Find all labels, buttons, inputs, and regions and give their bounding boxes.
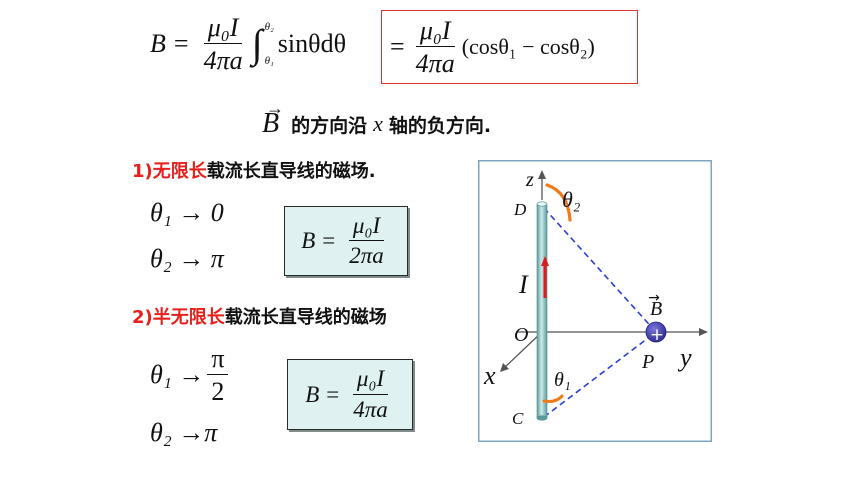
current-wire	[536, 203, 548, 419]
section2-result-numerator: μ₀I	[352, 367, 389, 395]
vector-b-letter: B	[262, 108, 280, 139]
section2-condition-theta1: θ₁ → π 2	[150, 338, 231, 412]
top-formula-lhs: B	[150, 29, 166, 58]
section1-result-eq: =	[322, 228, 336, 253]
section2-condition-theta1-fraction: π 2	[207, 344, 229, 406]
direction-text: → B 的方向沿 x 轴的负方向.	[262, 98, 492, 144]
y-axis-arrow-icon	[699, 328, 708, 336]
x-axis-arrow-icon	[500, 363, 509, 372]
top-formula-eq: =	[173, 29, 189, 58]
section2-title-rest: 载流长直导线的磁场	[224, 307, 387, 328]
boxed-formula-tail: (cosθ₁ − cosθ₂)	[461, 34, 595, 59]
z-axis-arrow-icon	[538, 170, 546, 179]
integral-sign: ∫	[251, 21, 263, 66]
field-direction-plus-icon: +	[650, 325, 664, 345]
section1-result-lhs: B	[301, 228, 316, 253]
top-formula-numerator: μ₀I	[203, 13, 243, 44]
vector-b-symbol: → B	[262, 98, 284, 140]
diagram-label-z: z	[525, 169, 534, 191]
section2-condition-theta1-lhs: θ₁ →	[150, 360, 205, 389]
diagram-frame	[478, 160, 712, 442]
section2-condition-theta1-den: 2	[211, 377, 225, 406]
section1-result-denominator: 2πa	[349, 243, 384, 268]
section2-result-eq: =	[326, 381, 340, 407]
section1-title: 1)无限长 载流长直导线的磁场.	[132, 157, 376, 183]
section1-title-rest: 载流长直导线的磁场.	[206, 161, 376, 182]
section2-condition-theta1-num: π	[207, 344, 229, 375]
section2-title: 2)半无限长 载流长直导线的磁场	[132, 303, 387, 329]
section2-condition-theta2: θ₂ →π	[150, 418, 218, 447]
x-axis-line	[503, 331, 543, 369]
diagram-label-i: I	[518, 270, 529, 299]
diagram-label-d: D	[513, 200, 527, 219]
section1-result-fraction: μ₀I 2πa	[345, 213, 388, 268]
direction-text-after: 轴的负方向.	[388, 114, 492, 137]
section2-result-denominator: 4πa	[353, 396, 388, 422]
vector-arrow-icon: →	[266, 98, 284, 118]
diagram-label-y: y	[677, 343, 692, 372]
section1-condition-theta1: θ₁ → 0	[150, 198, 224, 227]
dashed-line-c-to-p	[543, 331, 657, 418]
dashed-line-d-to-p	[543, 207, 657, 333]
direction-axis: x	[373, 111, 383, 136]
current-arrow-icon	[541, 256, 549, 266]
direction-text-before: 的方向沿	[291, 114, 368, 137]
boxed-formula-fraction: μ₀I 4πa	[412, 16, 459, 78]
diagram-label-b: B	[650, 298, 662, 320]
theta1-arc	[542, 394, 564, 403]
diagram-label-theta1: θ₁	[554, 369, 571, 391]
top-formula-denominator: 4πa	[203, 46, 243, 75]
integral-lower-limit: θ₁	[264, 55, 274, 67]
boxed-formula-numerator: μ₀I	[415, 16, 455, 47]
top-formula: B = μ₀I 4πa ∫ θ₂ θ₁ sinθdθ	[150, 6, 346, 82]
section1-title-highlight: 1)无限长	[132, 161, 207, 182]
diagram-label-c: C	[512, 409, 524, 428]
diagram-label-o: O	[514, 324, 528, 346]
boxed-formula-eq: =	[390, 32, 405, 61]
integrand: sinθdθ	[277, 29, 347, 58]
diagram-label-p: P	[641, 351, 654, 373]
diagram-label-x: x	[483, 361, 496, 390]
integral-upper-limit: θ₂	[264, 21, 274, 33]
section1-condition-theta2: θ₂ → π	[150, 244, 224, 273]
section2-result-fraction: μ₀I 4πa	[349, 367, 392, 421]
boxed-formula: = μ₀I 4πa (cosθ₁ − cosθ₂)	[381, 10, 638, 84]
wire-field-diagram: + → B z D θ₂ I O x θ₁ C P y	[478, 160, 712, 442]
boxed-formula-denominator: 4πa	[415, 49, 455, 78]
section2-result-lhs: B	[305, 381, 320, 407]
b-vector-arrow-icon: →	[648, 290, 660, 306]
section1-result-numerator: μ₀I	[348, 213, 385, 241]
wire-bottom-end	[536, 415, 548, 421]
integral-limits: θ₂ θ₁	[265, 21, 274, 67]
theta2-arc	[545, 183, 572, 222]
diagram-label-theta2: θ₂	[562, 187, 581, 212]
section2-title-highlight: 2)半无限长	[132, 307, 225, 328]
wire-top-end	[536, 201, 548, 207]
top-formula-fraction: μ₀I 4πa	[200, 13, 247, 75]
field-point-p	[645, 321, 667, 343]
section1-result-box: B = μ₀I 2πa	[284, 206, 408, 276]
section2-result-box: B = μ₀I 4πa	[287, 359, 413, 430]
